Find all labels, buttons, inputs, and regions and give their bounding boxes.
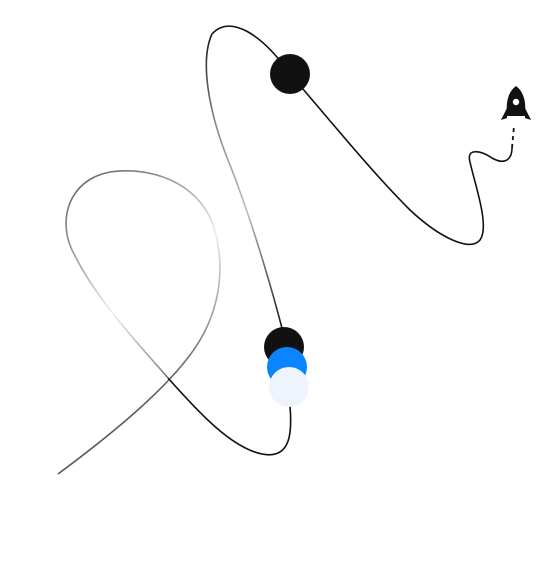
path-segment-arch xyxy=(211,25,485,245)
path-segment-bottom-curve xyxy=(167,377,292,456)
rocket-exhaust-dashes xyxy=(511,125,515,149)
path-segment-climb xyxy=(205,33,286,341)
path-segment-loop xyxy=(65,170,213,379)
node-pale xyxy=(269,367,309,407)
path-segment-hook xyxy=(468,147,513,163)
node-black-top xyxy=(270,54,310,94)
path-segment-start xyxy=(57,221,221,475)
rocket-icon xyxy=(501,86,531,120)
